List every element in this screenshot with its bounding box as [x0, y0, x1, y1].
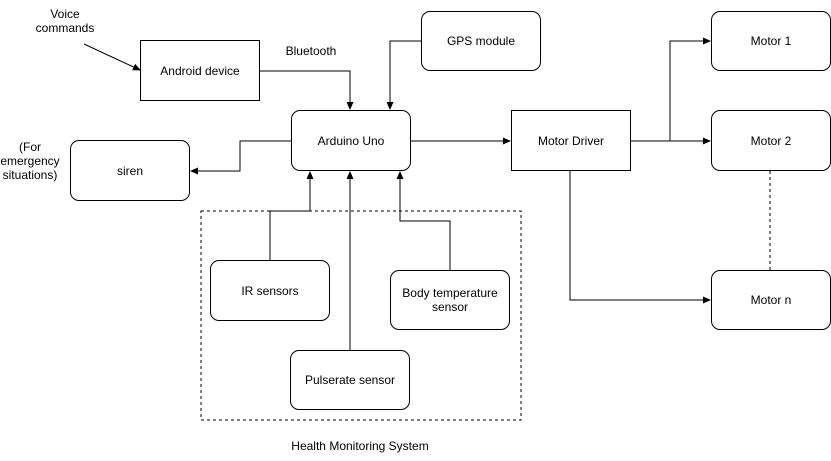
arrow-voice-to-android	[83, 43, 141, 71]
ir-sensors-box: IR sensors	[210, 260, 330, 321]
arrow-arduino-to-siren	[190, 140, 291, 175]
arduino-uno-box: Arduino Uno	[291, 110, 411, 171]
arrow-driver-to-motor1	[630, 37, 711, 142]
body-temperature-sensor-box: Body temperature sensor	[390, 270, 510, 330]
motor-2-box: Motor 2	[711, 110, 831, 171]
gps-module-box: GPS module	[421, 11, 541, 71]
arrow-ir-to-arduino	[269, 171, 314, 261]
arrow-gps-to-arduino	[386, 40, 421, 110]
health-monitoring-group-label: Health Monitoring System	[291, 439, 429, 453]
emergency-label: (For emergency situations)	[0, 140, 60, 182]
bluetooth-label: Bluetooth	[285, 44, 337, 58]
arrow-body-temp-to-arduino	[396, 171, 451, 271]
arrow-driver-to-motorn	[569, 171, 711, 304]
motor-1-box: Motor 1	[711, 11, 831, 71]
motor-n-box: Motor n	[711, 270, 831, 330]
pulserate-sensor-box: Pulserate sensor	[290, 350, 410, 410]
motor-driver-box: Motor Driver	[511, 110, 631, 171]
android-device-box: Android device	[140, 40, 260, 101]
voice-commands-label: Voice commands	[35, 7, 95, 35]
siren-box: siren	[70, 140, 190, 201]
arrow-android-to-arduino	[260, 70, 354, 110]
